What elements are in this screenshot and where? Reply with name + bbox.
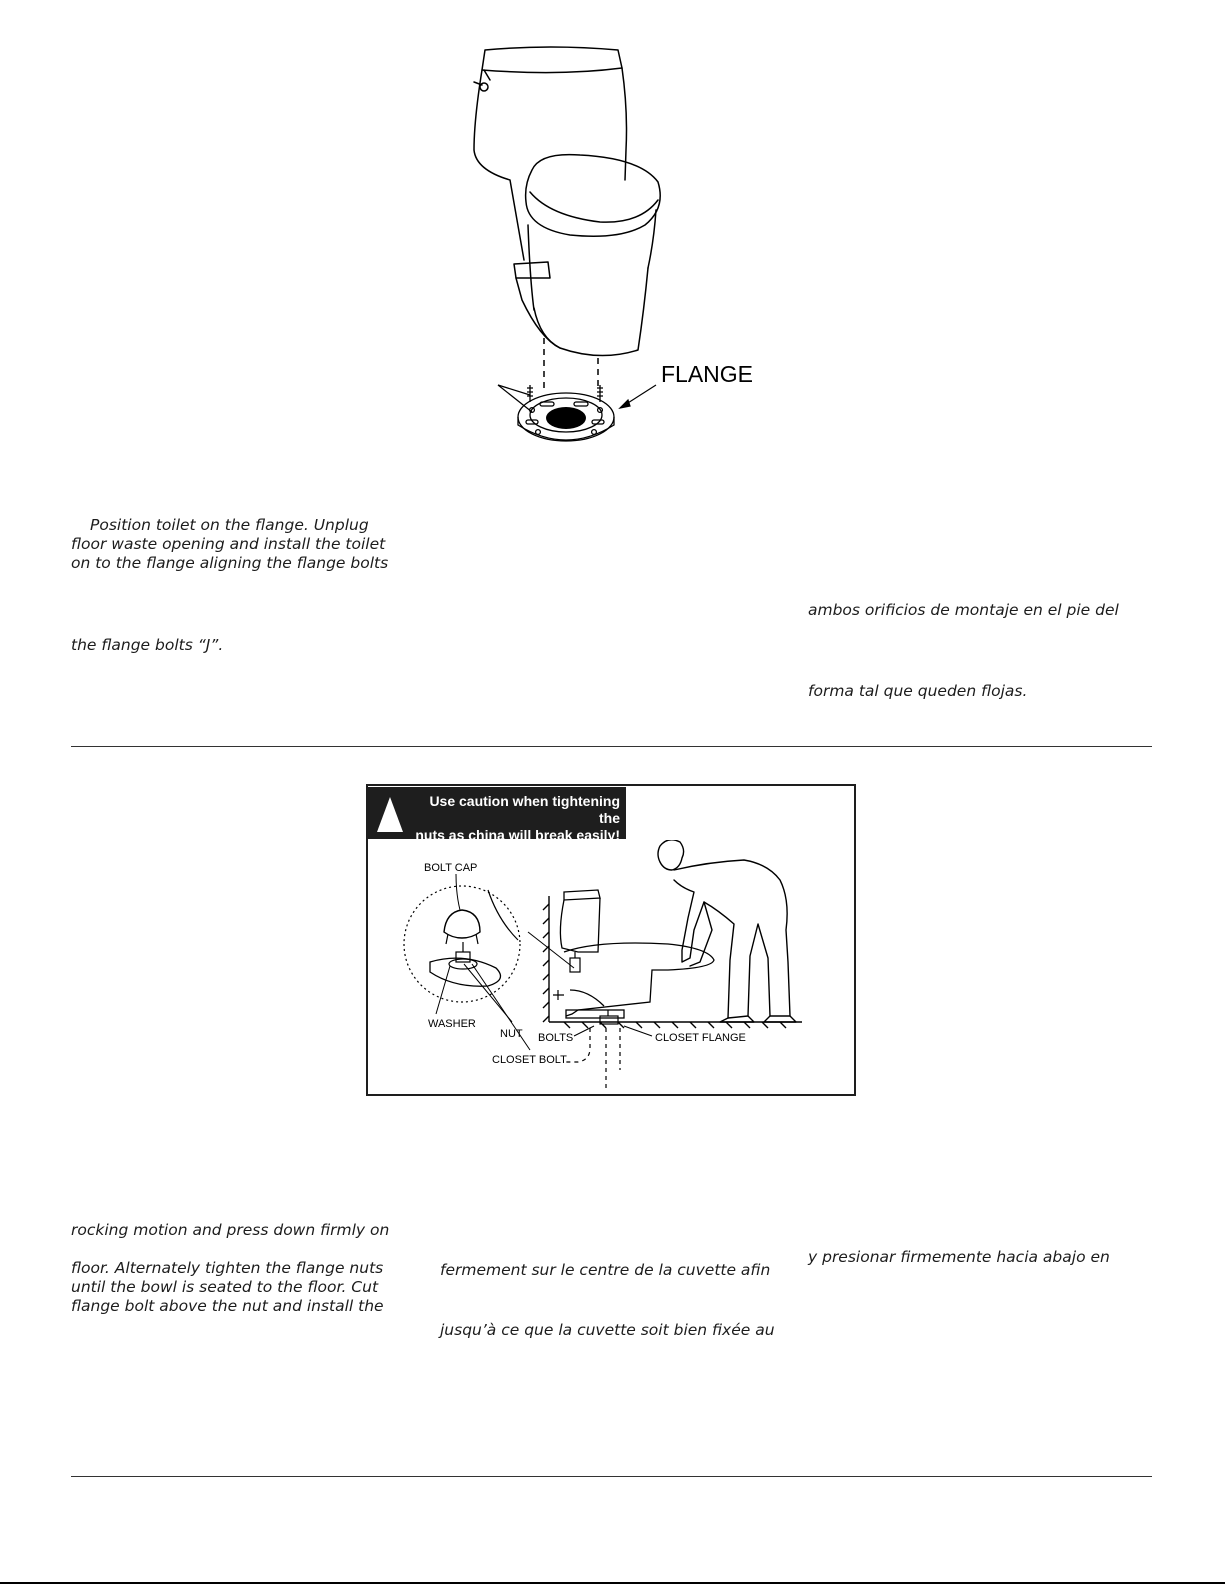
section-divider [71,746,1152,747]
nut-label: NUT [500,1028,523,1040]
english-step-line: Position toilet on the flange. Unplug [90,516,369,534]
english-step-line: the flange bolts “J”. [71,636,224,654]
closet-bolt-label: CLOSET BOLT [492,1054,567,1066]
section-divider [71,1476,1152,1477]
page-bottom-border [0,1582,1225,1584]
warning-triangle-icon [377,797,403,832]
english-step-line: floor. Alternately tighten the flange nu… [71,1259,384,1277]
spanish-step-line: forma tal que queden flojas. [808,682,1028,700]
french-step-line: fermement sur le centre de la cuvette af… [440,1261,771,1279]
english-step-line: floor waste opening and install the toil… [71,535,386,553]
closet-flange-label: CLOSET FLANGE [655,1032,746,1044]
english-step-line: on to the flange aligning the flange bol… [71,554,389,572]
caution-line: nuts as china will break easily! [415,827,620,843]
bolt-cap-label: BOLT CAP [424,862,477,874]
flange-label: FLANGE [661,361,754,387]
bolt-detail-drawing: BOLT CAP WASHER NUT BOLTS CLOSET FLANGE … [403,840,802,1088]
caution-line: Use caution when tightening the [429,793,620,826]
spanish-step-line: y presionar firmemente hacia abajo en [808,1248,1110,1266]
english-step-line: until the bowl is seated to the floor. C… [71,1278,379,1296]
bolt-installation-figure [366,784,856,1096]
bolts-label: BOLTS [538,1032,573,1044]
english-step-line: flange bolt above the nut and install th… [71,1297,384,1315]
caution-banner: Use caution when tightening the nuts as … [368,787,626,843]
washer-label: WASHER [428,1018,476,1030]
french-step-line: jusqu’à ce que la cuvette soit bien fixé… [440,1321,775,1339]
spanish-step-line: ambos orificios de montaje en el pie del [808,601,1119,619]
caution-text: Use caution when tightening the nuts as … [408,793,620,844]
english-step-line: rocking motion and press down firmly on [71,1221,390,1239]
toilet-flange-illustration [473,46,661,442]
